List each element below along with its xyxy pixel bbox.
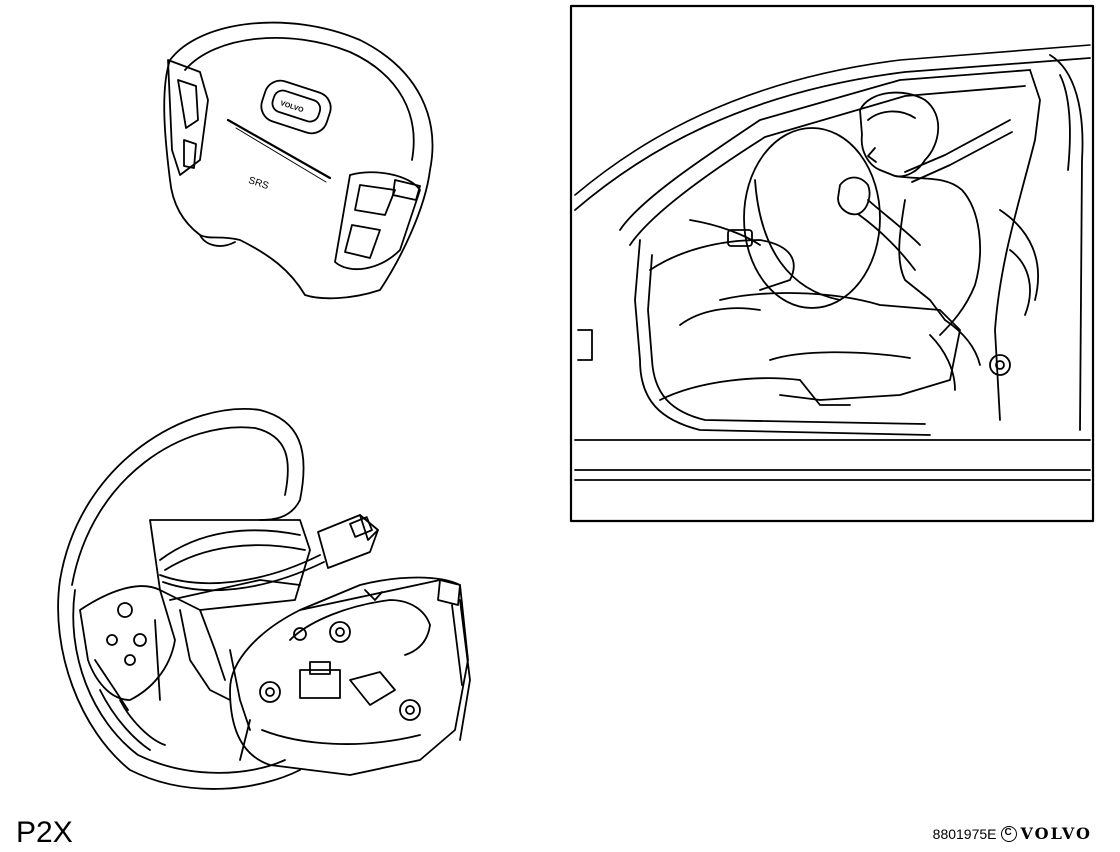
copyright-glyph: C (1004, 827, 1012, 838)
copyright-icon: C (1000, 826, 1017, 842)
volvo-logo: VOLVO (1020, 824, 1092, 843)
airbag-module-drawing: SRS VOLVO (163, 21, 434, 300)
deployed-airbag-scene-drawing (569, 4, 1095, 523)
model-code-label: P2X (16, 816, 73, 849)
steering-wheel-drawing (57, 408, 471, 790)
airbag-badge-text: VOLVO (279, 100, 305, 114)
figure-footer: 8801975E C VOLVO (933, 826, 1092, 842)
srs-label: SRS (247, 175, 270, 192)
figure-reference: 8801975E (932, 826, 997, 842)
